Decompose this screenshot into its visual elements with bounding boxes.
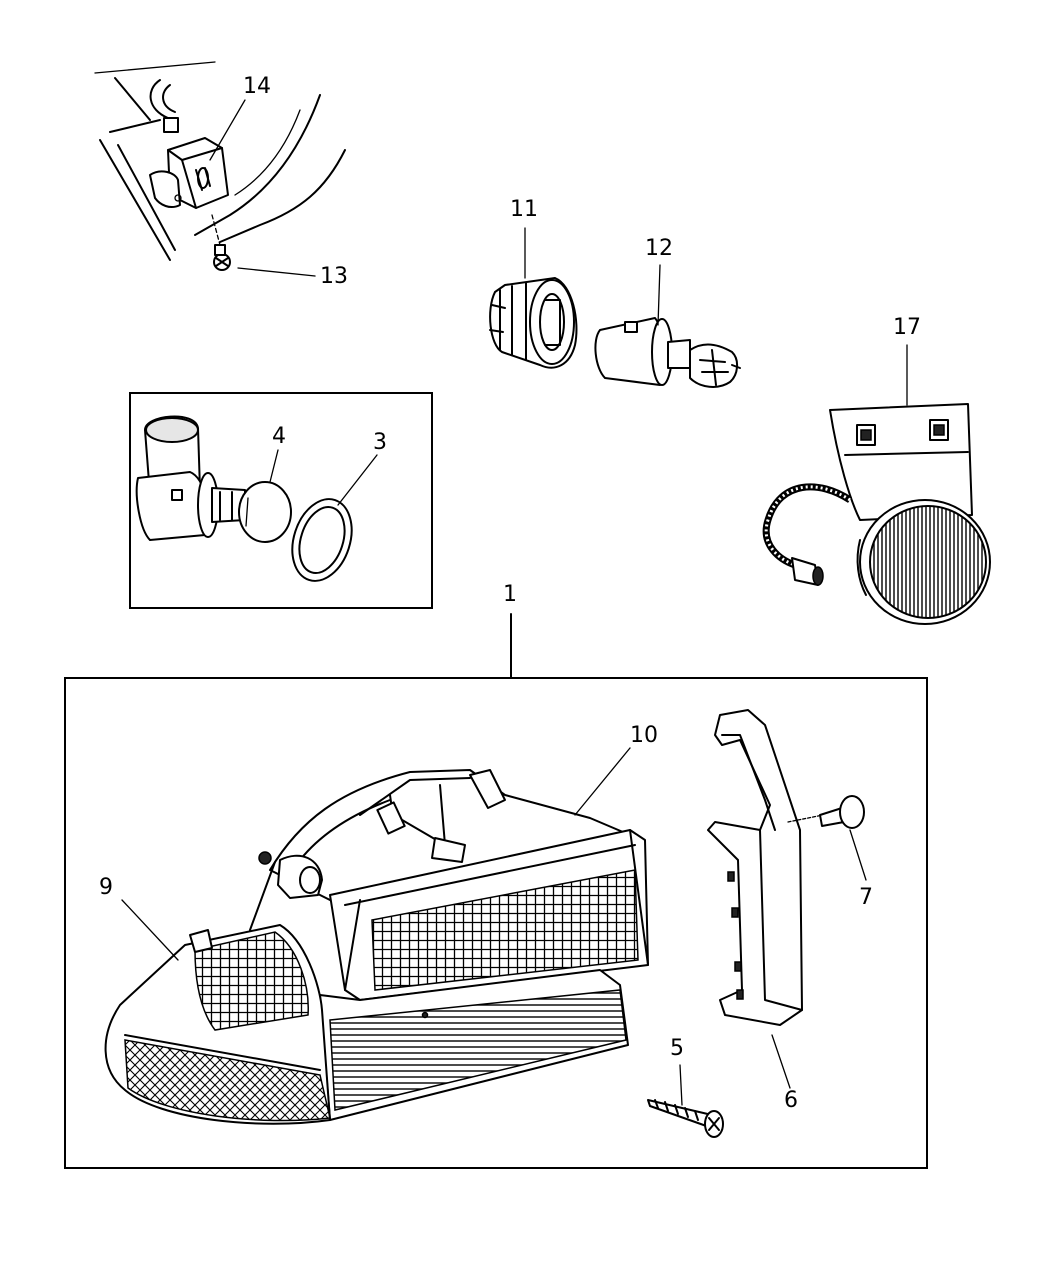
leader-14 <box>209 99 246 161</box>
callout-6: 6 <box>784 1088 798 1113</box>
part-14-bracket-assembly <box>94 61 346 271</box>
callout-1: 1 <box>503 582 517 607</box>
leader-5 <box>679 1064 683 1106</box>
callout-13: 13 <box>320 264 348 289</box>
leader-6 <box>771 1034 791 1089</box>
part-5-screw <box>647 1099 724 1138</box>
leader-10 <box>574 747 631 816</box>
part-9-side-marker-lamp <box>104 924 331 1125</box>
part-6-bezel-bracket <box>707 709 803 1026</box>
part-12-bulb <box>594 317 741 388</box>
part-10-headlamp-housing <box>249 769 649 1121</box>
part-7-push-pin <box>787 795 865 829</box>
leader-7 <box>849 829 867 881</box>
callout-10: 10 <box>630 723 658 748</box>
leader-12 <box>657 264 661 326</box>
main-box-headlamp-assembly <box>64 677 928 1169</box>
part-4-bulb-socket <box>135 415 292 543</box>
callout-11: 11 <box>510 197 538 222</box>
part-3-seal-ring <box>291 498 353 582</box>
leader-3 <box>337 454 378 506</box>
callout-7: 7 <box>859 885 873 910</box>
callout-4: 4 <box>272 424 286 449</box>
inset-box-bulb-seal <box>129 392 433 609</box>
leader-4 <box>269 449 279 483</box>
callout-17: 17 <box>893 315 921 340</box>
part-11-socket-ring <box>489 277 578 369</box>
callout-5: 5 <box>670 1036 684 1061</box>
leader-13 <box>237 267 316 277</box>
callout-12: 12 <box>645 236 673 261</box>
callout-9: 9 <box>99 875 113 900</box>
part-17-fog-lamp <box>762 403 991 625</box>
callout-14: 14 <box>243 74 271 99</box>
leader-9 <box>121 899 179 961</box>
callout-3: 3 <box>373 430 387 455</box>
